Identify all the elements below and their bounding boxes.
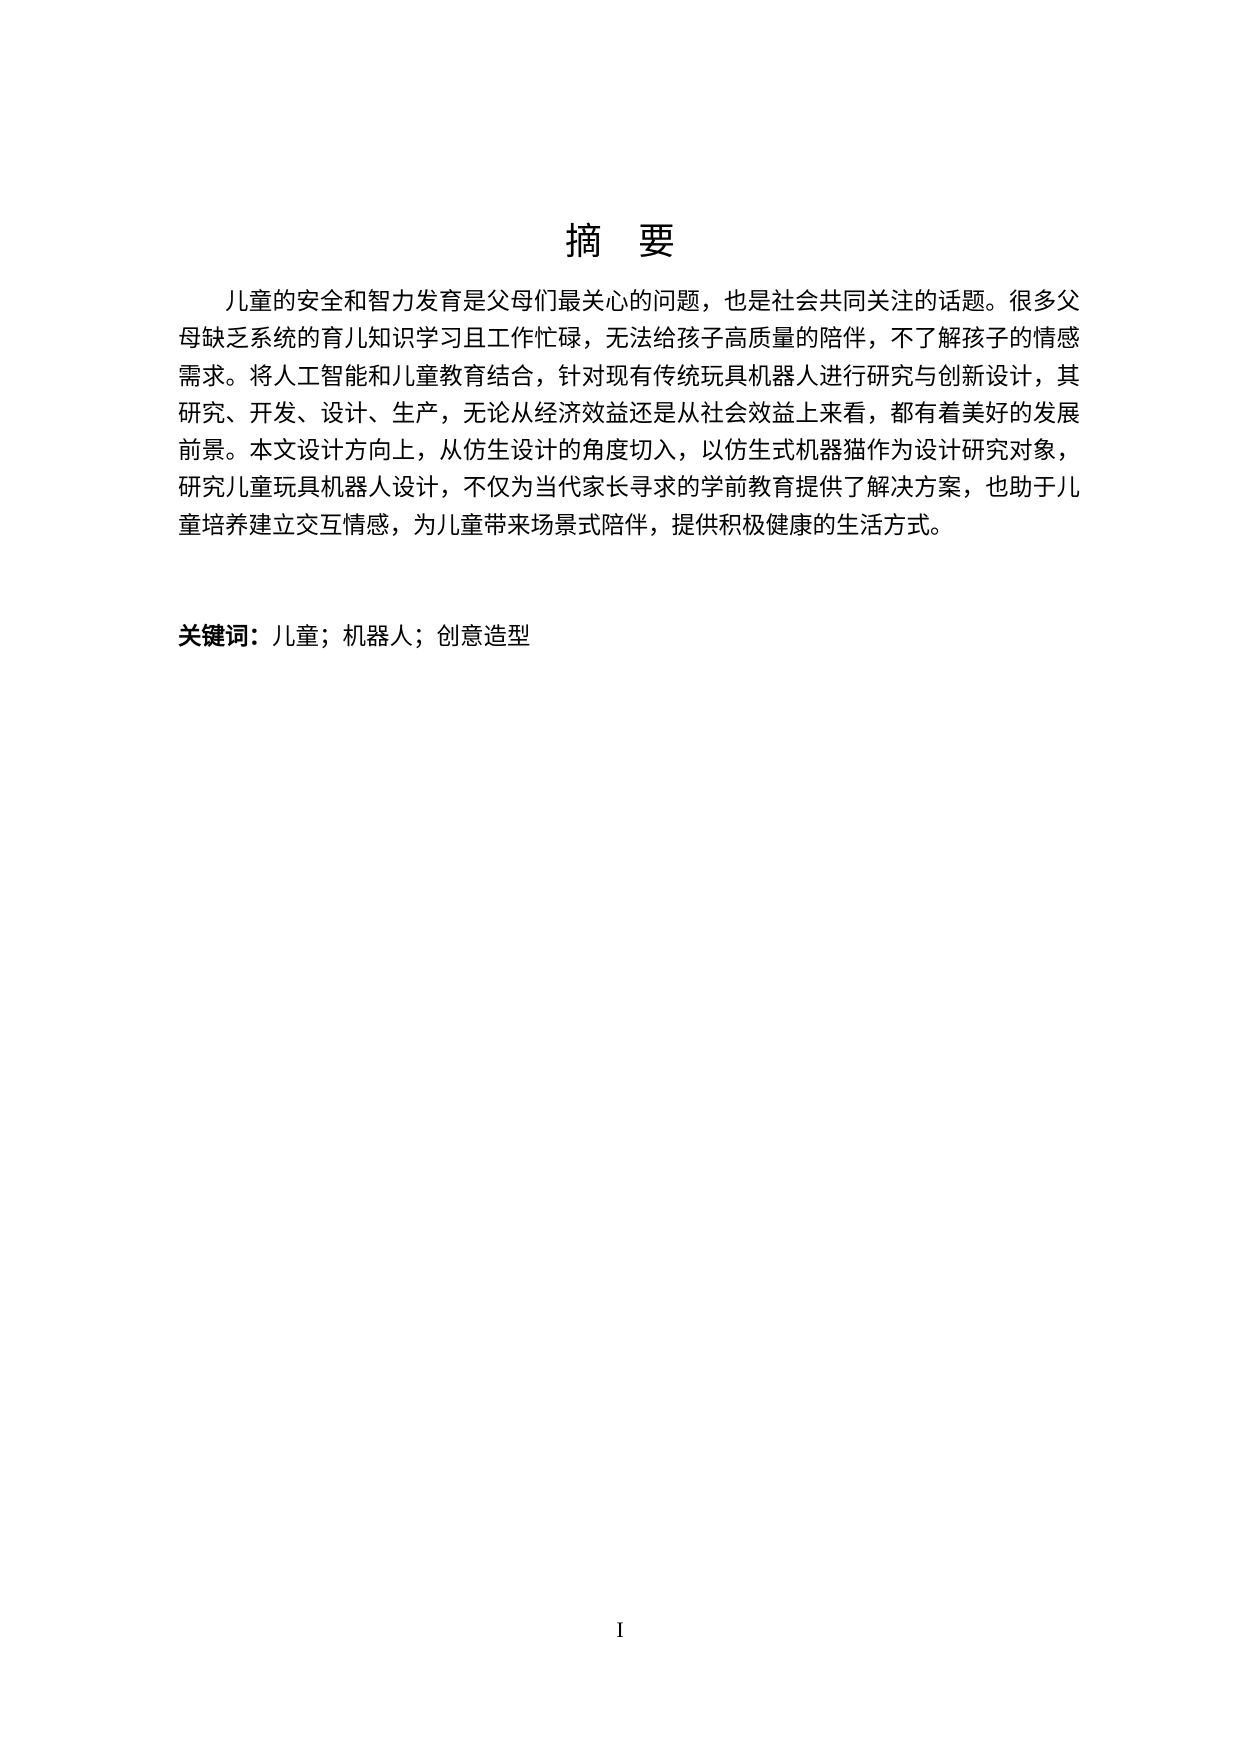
page-title: 摘要 [565,220,711,263]
page-number: I [616,1617,624,1642]
keywords-value: 儿童；机器人；创意造型 [272,622,531,650]
keywords-label: 关键词： [178,622,272,650]
abstract-paragraph: 儿童的安全和智力发育是父母们最关心的问题，也是社会共同关注的话题。很多父母缺乏系… [178,287,1080,539]
keywords-line: 关键词：儿童；机器人；创意造型 [178,618,531,655]
